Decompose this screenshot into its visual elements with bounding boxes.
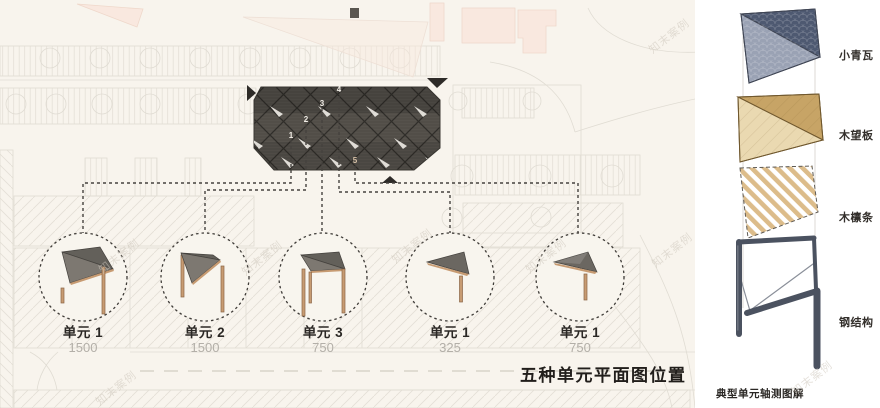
unit-label-4: 单元 1 325 [402, 325, 498, 356]
unit-sketch-3 [300, 251, 346, 317]
roof-marker-5: 5 [352, 156, 358, 165]
unit-sketch-2 [180, 252, 225, 313]
legend-label-tile: 小青瓦 [839, 50, 874, 62]
arrow-down-icon [427, 78, 448, 88]
layer-plank [736, 93, 825, 163]
unit-sketch-1 [60, 246, 115, 315]
plan-mark [350, 8, 359, 18]
legend-panel [695, 0, 880, 408]
unit-name: 单元 1 [62, 325, 104, 340]
unit-sketch-4 [425, 251, 470, 303]
exploded-axonometric [736, 8, 825, 370]
tree-circles-row2 [5, 93, 259, 115]
connector-lines [82, 96, 579, 233]
roof-marker-2: 2 [303, 115, 309, 124]
legend-caption: 典型单元轴测图解 [716, 388, 804, 400]
building-footprints [76, 2, 557, 78]
legend-label-steel: 钢结构 [839, 317, 874, 329]
unit-area: 750 [312, 340, 334, 356]
arrow-up-icon [382, 176, 398, 183]
roof-marker-3: 3 [319, 99, 325, 108]
unit-name: 单元 1 [559, 325, 601, 340]
legend-label-plank: 木望板 [839, 130, 874, 142]
unit-area: 1500 [68, 340, 98, 356]
roof-shading [254, 87, 440, 170]
unit-label-1: 单元 1 1500 [35, 325, 131, 356]
unit-label-3: 单元 3 750 [275, 325, 371, 356]
unit-label-2: 单元 2 1500 [157, 325, 253, 356]
unit-name: 单元 3 [302, 325, 344, 340]
plan-arrows [247, 78, 448, 183]
unit-label-5: 单元 1 750 [532, 325, 628, 356]
layer-steel [736, 235, 821, 370]
roof-marker-4: 4 [336, 85, 342, 94]
roof-marker-1: 1 [288, 131, 294, 140]
unit-area: 325 [439, 340, 461, 356]
layer-tile [739, 8, 822, 84]
unit-name: 单元 2 [184, 325, 226, 340]
unit-area: 750 [569, 340, 591, 356]
roof-plan [253, 86, 441, 171]
site-plan [0, 2, 700, 408]
unit-name: 单元 1 [429, 325, 471, 340]
legend-label-purlin: 木檩条 [839, 212, 874, 224]
unit-sketch-5 [552, 251, 598, 301]
arrow-right-icon [247, 85, 256, 101]
roof-highlights [254, 106, 438, 168]
plan-caption: 五种单元平面图位置 [520, 366, 687, 385]
layer-purlin [739, 165, 819, 239]
unit-area: 1500 [190, 340, 220, 356]
